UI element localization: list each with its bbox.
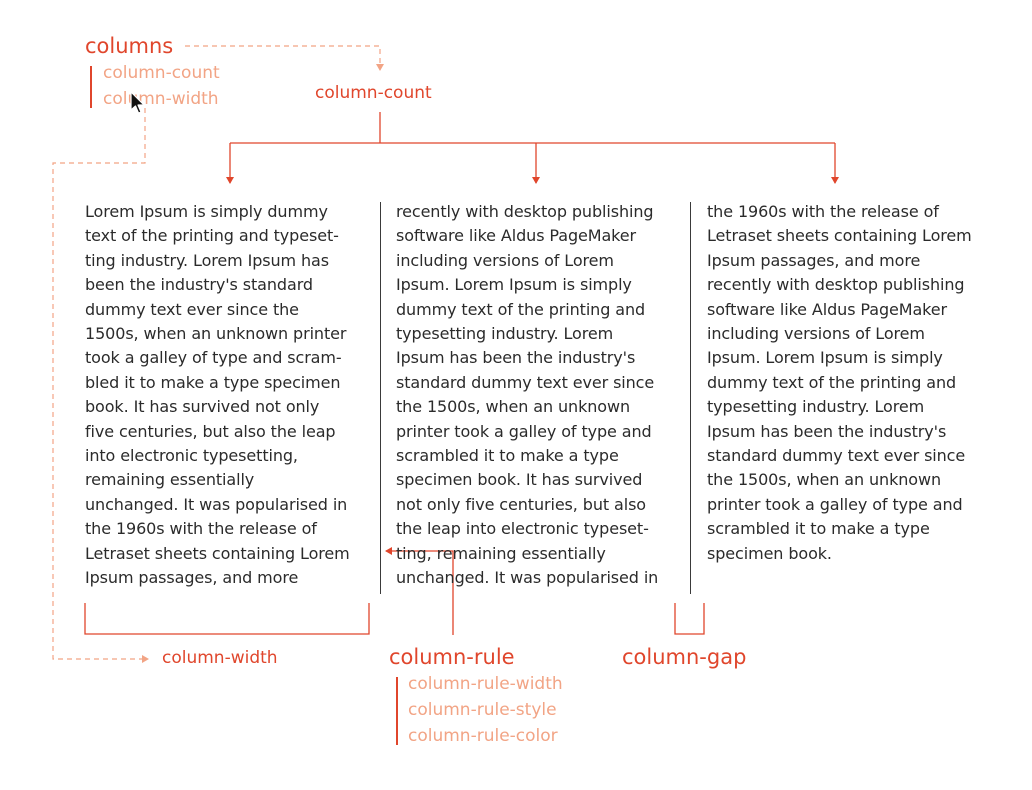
column-text-line: software like Aldus PageMaker [396,226,636,246]
text-column-2: recently with desktop publishing software… [396,200,681,591]
column-text-line: printer took a galley of type and [707,494,963,514]
column-text-line: scrambled it to make a type [707,519,930,539]
column-text-line: Letraset sheets containing Lorem [85,543,350,563]
column-text-line: recently with desktop publishing [707,275,965,295]
column-text-line: unchanged. It was popularised in [396,568,659,588]
column-text-line: the leap into electronic typeset- [396,519,649,539]
column-text-line: the 1500s, when an unknown [396,397,631,417]
column-text-line: Lorem Ipsum is simply dummy [85,202,328,221]
columns-sub-count: column-count [103,63,220,83]
column-text-line: the 1960s with the release of [85,519,317,539]
column-text-line: including versions of Lorem [396,250,614,270]
column-count-label: column-count [315,83,432,103]
column-text-line: dummy text of the printing and [396,299,646,319]
column-text-line: Letraset sheets containing Lorem [707,226,972,246]
column-text-line: Ipsum. Lorem Ipsum is simply [707,348,943,368]
column-text-line: unchanged. It was popularised in [85,494,348,514]
column-text-line: bled it to make a type specimen [85,372,341,392]
column-text-line: the 1500s, when an unknown [707,470,942,490]
column-text-line: ting, remaining essentially [396,543,606,563]
column-text-line: dummy text ever since the [85,299,299,319]
column-text-line: into electronic typesetting, [85,446,298,466]
column-gap-bracket [674,603,705,635]
text-column-3: the 1960s with the release of Letraset sh… [707,200,1002,566]
column-text-line: ting industry. Lorem Ipsum has [85,250,330,270]
column-text-line: printer took a galley of type and [396,421,652,441]
dashed-connector-count [185,45,384,71]
column-text-line: recently with desktop publishing [396,202,654,221]
column-text-line: scrambled it to make a type [396,446,619,466]
column-text-line: including versions of Lorem [707,324,925,344]
column-rule-label: column-rule [389,645,515,669]
column-text-line: text of the printing and typeset- [85,226,339,246]
column-text-line: specimen book. [707,543,832,563]
column-text-line: remaining essentially [85,470,255,490]
column-rule-sub-width: column-rule-width [408,674,563,694]
column-text-line: 1500s, when an unknown printer [85,324,347,344]
column-width-label: column-width [162,648,278,668]
column-text-line: standard dummy text ever since [396,372,655,392]
column-text-line: book. It has survived not only [85,397,320,417]
column-text-line: Ipsum. Lorem Ipsum is simply [396,275,632,295]
dashed-connector-width [52,108,149,663]
column-text-line: Ipsum has been the industry's [396,348,636,368]
column-text-line: Ipsum passages, and more [85,568,299,588]
columns-label: columns [85,34,174,58]
column-text-line: Ipsum has been the industry's [707,421,947,441]
column-text-line: took a galley of type and scram- [85,348,342,368]
column-text-line: Ipsum passages, and more [707,250,921,270]
column-rule-sub-color: column-rule-color [408,726,558,746]
column-text-line: five centuries, but also the leap [85,421,336,441]
column-gap-label: column-gap [622,645,747,669]
column-rule-connector [385,547,454,635]
column-text-line: software like Aldus PageMaker [707,299,947,319]
column-text-line: not only five centuries, but also [396,494,646,514]
column-rule-line-2 [690,202,691,594]
column-text-line: typesetting industry. Lorem [396,324,614,344]
column-count-tree [230,112,835,144]
column-text-line: the 1960s with the release of [707,202,939,221]
column-rule-sub-style: column-rule-style [408,700,557,720]
column-rule-line-1 [380,202,381,594]
mouse-cursor-icon [130,91,145,114]
columns-bracket [90,66,92,108]
column-width-bracket [84,603,370,635]
column-text-line: been the industry's standard [85,275,313,295]
column-text-line: dummy text of the printing and [707,372,957,392]
column-text-line: specimen book. It has survived [396,470,643,490]
text-column-1: Lorem Ipsum is simply dummy text of the p… [85,200,370,591]
column-text-line: standard dummy text ever since [707,446,966,466]
column-text-line: typesetting industry. Lorem [707,397,925,417]
column-rule-bracket [396,677,398,745]
